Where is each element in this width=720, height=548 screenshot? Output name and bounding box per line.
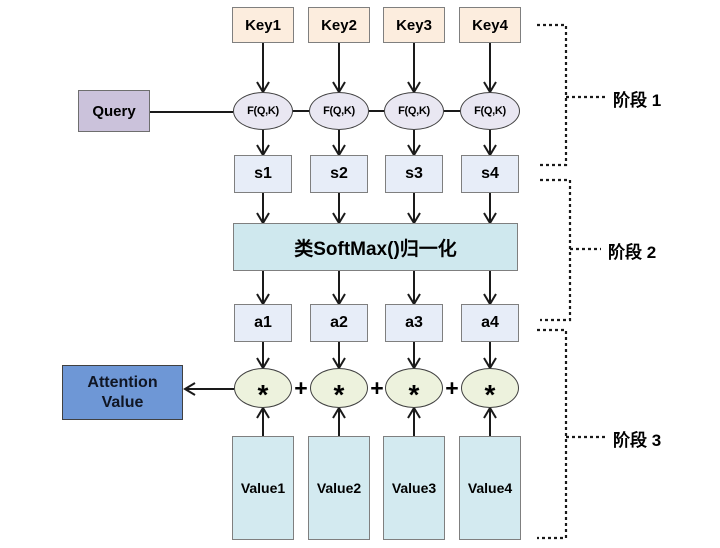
score-fn-node-1: F(Q,K) bbox=[233, 92, 293, 130]
query-box: Query bbox=[78, 90, 150, 132]
query-connector-lines bbox=[150, 110, 460, 113]
stage-3-label: 阶段 3 bbox=[613, 431, 662, 450]
asterisk-glyph: * bbox=[484, 379, 496, 410]
stage-1-label: 阶段 1 bbox=[613, 91, 662, 110]
value2-box: Value2 bbox=[308, 436, 370, 540]
arrow-multiply-to-attention bbox=[183, 382, 234, 396]
asterisk-glyph: * bbox=[408, 379, 420, 410]
key2-box: Key2 bbox=[308, 7, 370, 43]
attention-value-box: Attention Value bbox=[62, 365, 183, 420]
score-fn-node-4: F(Q,K) bbox=[460, 92, 520, 130]
a4-box: a4 bbox=[461, 304, 519, 342]
s3-box: s3 bbox=[385, 155, 443, 193]
arrows-score-to-s bbox=[256, 130, 497, 157]
softmax-normalization-box: 类SoftMax()归一化 bbox=[233, 223, 518, 271]
s1-box: s1 bbox=[234, 155, 292, 193]
arrows-a-to-multiply bbox=[256, 342, 497, 370]
multiply-node-1: * bbox=[234, 368, 292, 410]
plus-sign-1: + bbox=[294, 374, 308, 401]
a2-box: a2 bbox=[310, 304, 368, 342]
stage-brackets bbox=[537, 23, 607, 540]
asterisk-glyph: * bbox=[257, 379, 269, 410]
arrows-softmax-to-a bbox=[256, 271, 497, 306]
arrows-s-to-softmax bbox=[256, 193, 497, 225]
s4-box: s4 bbox=[461, 155, 519, 193]
plus-sign-3: + bbox=[445, 374, 459, 401]
multiply-node-3: * bbox=[385, 368, 443, 410]
multiply-node-4: * bbox=[461, 368, 519, 410]
a1-box: a1 bbox=[234, 304, 292, 342]
stage-2-label: 阶段 2 bbox=[608, 243, 657, 262]
key3-box: Key3 bbox=[383, 7, 445, 43]
value1-box: Value1 bbox=[232, 436, 294, 540]
value3-box: Value3 bbox=[383, 436, 445, 540]
s2-box: s2 bbox=[310, 155, 368, 193]
score-fn-node-2: F(Q,K) bbox=[309, 92, 369, 130]
multiply-node-2: * bbox=[310, 368, 368, 410]
asterisk-glyph: * bbox=[333, 379, 345, 410]
key4-box: Key4 bbox=[459, 7, 521, 43]
a3-box: a3 bbox=[385, 304, 443, 342]
key1-box: Key1 bbox=[232, 7, 294, 43]
plus-sign-2: + bbox=[370, 374, 384, 401]
arrows-key-to-score bbox=[256, 43, 497, 94]
arrows-value-to-multiply bbox=[256, 406, 497, 436]
score-fn-node-3: F(Q,K) bbox=[384, 92, 444, 130]
value4-box: Value4 bbox=[459, 436, 521, 540]
